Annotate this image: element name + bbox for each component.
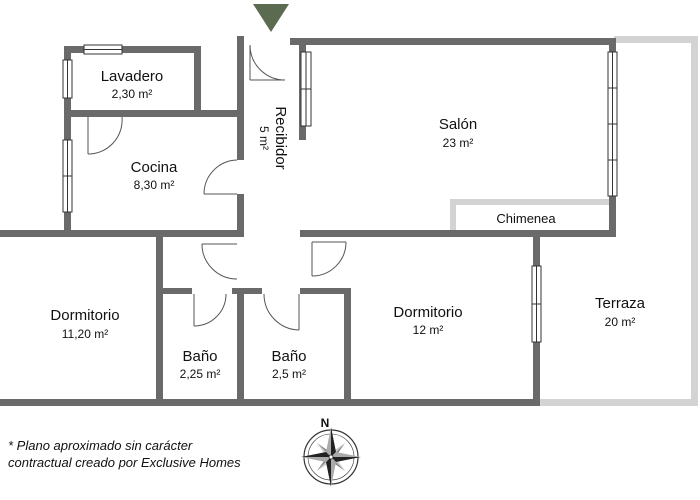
room-recibidor-name: Recibidor: [272, 106, 289, 169]
disclaimer-line-1: * Plano aproximado sin carácter: [8, 438, 193, 453]
room-salon-name: Salón: [439, 116, 477, 133]
entrance-arrow-icon: [253, 4, 289, 32]
room-recibidor-area: 5 m²: [257, 126, 271, 150]
doors: [87, 44, 347, 331]
room-bano-1-area: 2,25 m²: [180, 367, 221, 381]
door-cocina: [203, 159, 238, 195]
room-bano-1-name: Baño: [182, 348, 217, 365]
door-bano-1: [193, 293, 227, 327]
room-cocina-area: 8,30 m²: [134, 178, 175, 192]
compass-north-label: N: [321, 416, 330, 430]
room-dormitorio-1-name: Dormitorio: [50, 307, 119, 324]
window-dormitorio-terraza: [531, 265, 542, 343]
window-lavadero-top: [83, 44, 123, 55]
terrace-walls: [450, 36, 698, 406]
room-terraza-name: Terraza: [595, 295, 646, 312]
room-recibidor-label: Recibidor 5 m²: [257, 106, 289, 169]
room-cocina-name: Cocina: [131, 159, 178, 176]
room-salon-area: 23 m²: [443, 136, 474, 150]
room-dormitorio-2-area: 12 m²: [413, 323, 444, 337]
room-bano-2-name: Baño: [271, 348, 306, 365]
windows: [62, 44, 618, 343]
window-lavadero-left: [62, 59, 73, 99]
room-bano-2-area: 2,5 m²: [272, 367, 306, 381]
window-salon-right: [607, 51, 618, 197]
room-terraza-area: 20 m²: [605, 315, 636, 329]
window-cocina-left: [62, 139, 73, 213]
room-dormitorio-2-name: Dormitorio: [393, 304, 462, 321]
door-entrance: [249, 44, 286, 81]
door-dormitorio-1: [201, 243, 238, 280]
room-lavadero-area: 2,30 m²: [112, 87, 153, 101]
door-lavadero: [87, 116, 123, 155]
chimenea-label: Chimenea: [496, 211, 556, 226]
window-hall: [300, 51, 312, 127]
room-dormitorio-1-area: 11,20 m²: [62, 327, 108, 341]
room-lavadero-name: Lavadero: [101, 68, 164, 85]
door-bano-2: [263, 293, 300, 331]
compass-rose-icon: [301, 427, 361, 487]
door-dormitorio-2: [311, 241, 347, 277]
disclaimer-line-2: contractual creado por Exclusive Homes: [8, 455, 241, 470]
disclaimer-note: * Plano aproximado sin carácter contract…: [8, 437, 298, 471]
